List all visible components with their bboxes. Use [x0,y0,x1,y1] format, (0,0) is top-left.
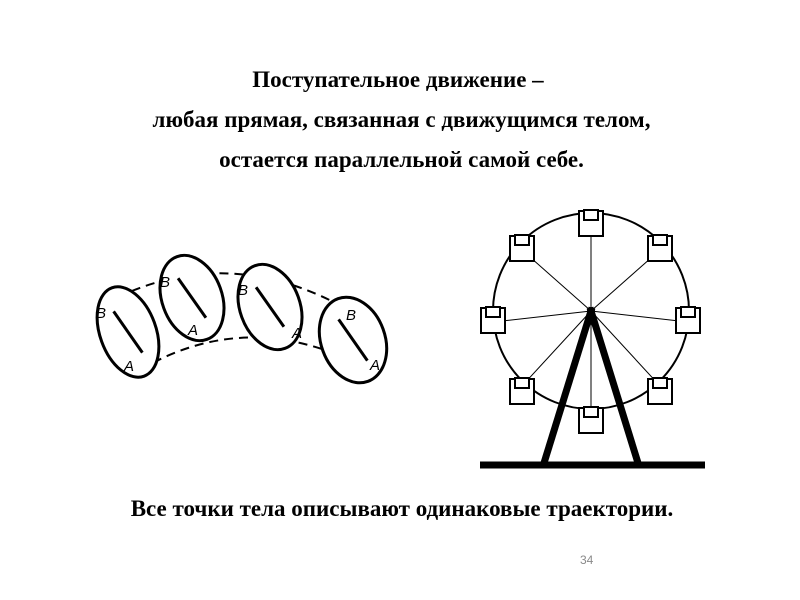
label-a-2: A [187,322,198,339]
gondola-top [578,209,604,237]
title-line-3: остается параллельной самой себе. [219,147,584,172]
ferris-wheel-diagram [460,200,730,480]
label-b-1: B [96,305,106,322]
label-b-4: B [346,307,356,324]
slide-title: Поступательное движение – любая прямая, … [0,60,800,180]
trajectory-top [117,272,366,321]
gondola-bottom-left [509,377,535,405]
trajectory-bottom [139,336,371,371]
label-a-1: A [123,358,134,375]
gondola-right [675,306,701,334]
gondola-bottom [578,406,604,434]
wheel-hub [587,307,595,315]
label-b-3: B [238,282,248,299]
translation-diagram-svg: B A B A B A B A [95,253,389,385]
gondolas [480,209,701,434]
gondola-bottom-right [647,377,673,405]
body-position-4 [317,295,389,385]
ferris-wheel-svg [480,209,705,469]
title-line-2: любая прямая, связанная с движущимся тел… [152,107,651,132]
body-position-2 [158,253,226,343]
translation-diagram: B A B A B A B A [80,235,400,395]
conclusion-text: Все точки тела описывают одинаковые трае… [130,496,674,521]
gondola-top-right [647,234,673,262]
body-position-1 [95,285,161,379]
page-number: 34 [580,553,594,567]
body-position-3 [236,262,304,352]
wheel-support-legs [539,306,643,468]
gondola-top-left [509,234,535,262]
title-line-1: Поступательное движение – [252,67,544,92]
gondola-left [480,306,506,334]
label-b-2: B [160,274,170,291]
label-a-4: A [369,357,380,374]
label-a-3: A [291,325,302,342]
